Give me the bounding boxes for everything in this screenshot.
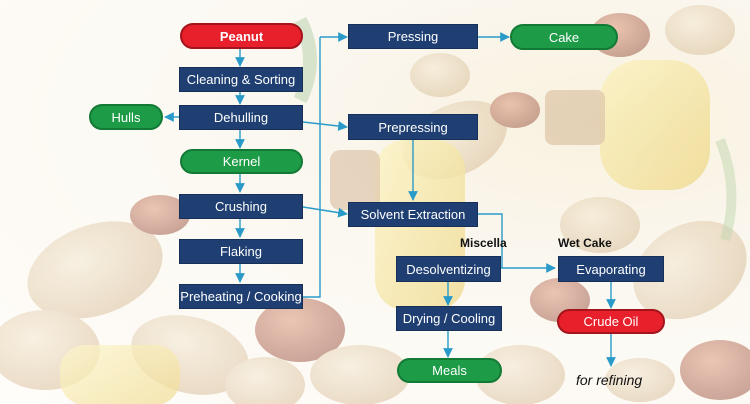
node-dehulling: Dehulling (179, 105, 303, 130)
node-hulls: Hulls (89, 104, 163, 130)
node-kernel: Kernel (180, 149, 303, 174)
node-pressing: Pressing (348, 24, 478, 49)
node-peanut: Peanut (180, 23, 303, 49)
arrow-dehulling-to-prepressing (302, 121, 348, 131)
arrow-crushing-to-solvent (302, 206, 348, 218)
node-cake: Cake (510, 24, 618, 50)
node-preheating-cooking: Preheating / Cooking (179, 284, 303, 309)
connector-solvent-split (478, 213, 503, 268)
label-miscella: Miscella (460, 236, 507, 250)
node-prepressing: Prepressing (348, 114, 478, 140)
label-for-refining: for refining (576, 372, 643, 388)
node-solvent-extraction: Solvent Extraction (348, 202, 478, 227)
label-wet-cake: Wet Cake (558, 236, 612, 250)
node-desolventizing: Desolventizing (396, 256, 501, 282)
connector-preheating-trunk (303, 37, 321, 298)
node-flaking: Flaking (179, 239, 303, 264)
node-crushing: Crushing (179, 194, 303, 219)
node-drying-cooling: Drying / Cooling (396, 306, 502, 331)
node-cleaning-sorting: Cleaning & Sorting (179, 67, 303, 92)
node-meals: Meals (397, 358, 502, 383)
node-crude-oil: Crude Oil (557, 309, 665, 334)
node-evaporating: Evaporating (558, 256, 664, 282)
